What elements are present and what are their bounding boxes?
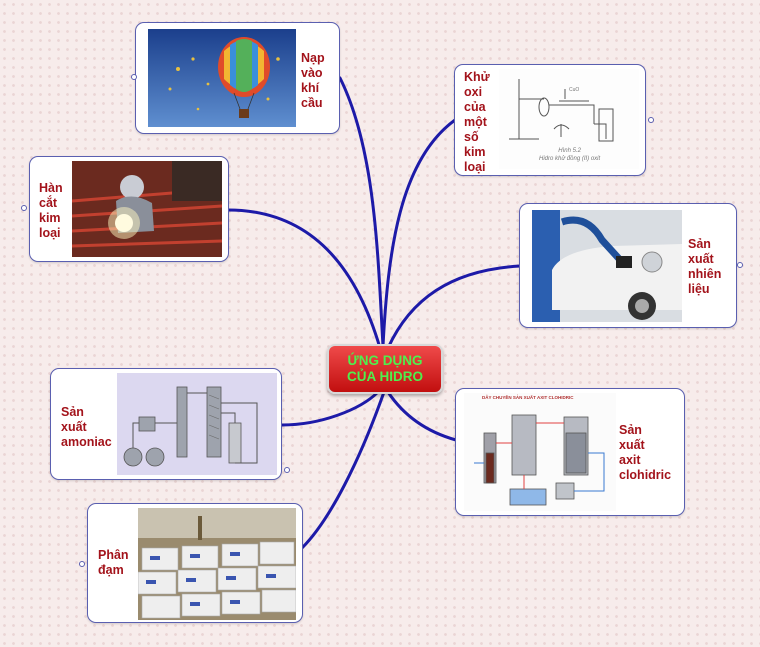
expand-dot-reduce[interactable]: [648, 117, 654, 123]
hot-air-balloon-photo: [148, 29, 296, 127]
link-balloon: [338, 76, 385, 348]
expand-dot-balloon[interactable]: [131, 74, 137, 80]
fertilizer-bags-photo: [138, 508, 296, 620]
link-ammonia: [280, 390, 380, 427]
expand-dot-welding[interactable]: [21, 205, 27, 211]
svg-text:CuO: CuO: [569, 87, 579, 93]
hcl-production-diagram: DÂY CHUYỀN SẢN XUẤT AXIT CLOHIDRIC: [464, 393, 616, 511]
ammonia-plant-diagram: [117, 373, 277, 475]
link-fertilizer: [300, 390, 386, 550]
link-hcl: [386, 390, 458, 442]
hcl-figure-title: DÂY CHUYỀN SẢN XUẤT AXIT CLOHIDRIC: [482, 395, 574, 400]
expand-dot-fuel[interactable]: [737, 262, 743, 268]
link-reduce: [381, 118, 457, 348]
link-fuel: [386, 264, 522, 350]
welder-photo: [72, 161, 222, 257]
link-welding: [226, 208, 382, 350]
car-refuel-photo: [532, 210, 682, 322]
expand-dot-ammonia[interactable]: [284, 467, 290, 473]
expand-dot-fertilizer[interactable]: [79, 561, 85, 567]
central-topic[interactable]: ỨNG DỤNG CỦA HIDRO: [327, 344, 443, 394]
